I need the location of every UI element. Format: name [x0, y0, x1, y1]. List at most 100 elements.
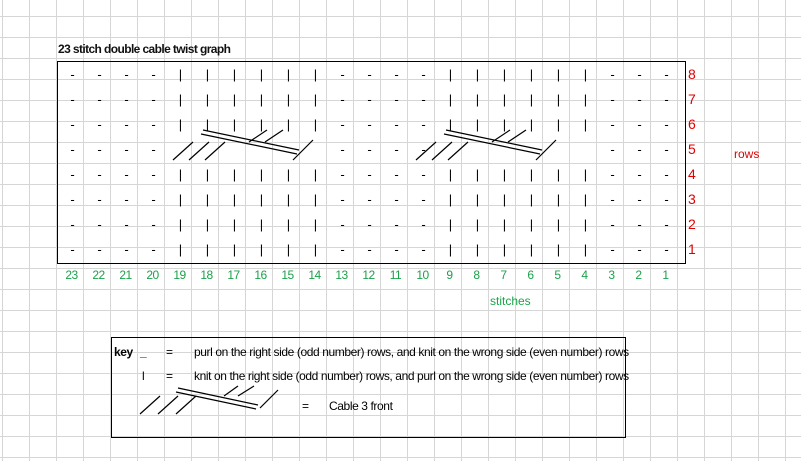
row-number: 6 [688, 116, 696, 132]
chart-cell: - [70, 67, 75, 82]
chart-cell: | [556, 217, 561, 232]
chart-cell: | [529, 242, 534, 257]
chart-cell: - [124, 67, 129, 82]
chart-cell: - [70, 167, 75, 182]
chart-cell: - [637, 117, 642, 132]
chart-cell: - [367, 192, 372, 207]
chart-cell: | [529, 92, 534, 107]
column-number: 12 [362, 268, 375, 282]
chart-cell: | [448, 92, 453, 107]
chart-cell: - [124, 242, 129, 257]
chart-cell: - [97, 192, 102, 207]
chart-cell: | [502, 117, 507, 132]
chart-cell: | [583, 217, 588, 232]
cable-3-front-symbol-icon [139, 385, 279, 415]
chart-cell: | [475, 242, 480, 257]
chart-cell: | [259, 92, 264, 107]
chart-cell: - [394, 192, 399, 207]
chart-cell: | [259, 117, 264, 132]
chart-cell: - [367, 92, 372, 107]
column-number: 3 [608, 268, 615, 282]
chart-cell: | [583, 242, 588, 257]
chart-cell: - [664, 142, 669, 157]
chart-cell: - [151, 67, 156, 82]
column-number: 2 [635, 268, 642, 282]
chart-cell: | [232, 242, 237, 257]
chart-cell: | [502, 67, 507, 82]
chart-cell: | [475, 117, 480, 132]
column-number: 8 [473, 268, 480, 282]
chart-cell: - [610, 67, 615, 82]
chart-cell: - [637, 67, 642, 82]
column-number: 20 [146, 268, 159, 282]
row-number: 3 [688, 191, 696, 207]
chart-cell: - [394, 117, 399, 132]
chart-cell: | [205, 167, 210, 182]
chart-cell: - [97, 142, 102, 157]
chart-cell: | [583, 192, 588, 207]
purl-symbol: _ [140, 345, 147, 359]
chart-cell: | [529, 192, 534, 207]
chart-cell: - [394, 142, 399, 157]
chart-cell: - [637, 92, 642, 107]
chart-cell: - [97, 242, 102, 257]
chart-cell: | [286, 67, 291, 82]
chart-cell: | [178, 167, 183, 182]
chart-cell: - [637, 142, 642, 157]
chart-cell: - [637, 217, 642, 232]
key-box: key _ = purl on the right side (odd numb… [111, 337, 629, 438]
chart-cell: | [259, 67, 264, 82]
chart-cell: - [70, 142, 75, 157]
chart-cell: - [664, 67, 669, 82]
chart-cell: - [70, 242, 75, 257]
chart-cell: - [151, 217, 156, 232]
purl-equals: = [166, 345, 173, 359]
chart-cell: | [232, 67, 237, 82]
column-number: 13 [335, 268, 348, 282]
chart-cell: - [394, 217, 399, 232]
knitting-chart: - - - - | | | | | | - - - - | | | | | | - - - - - - - | | | | | | - - - - | | |… [57, 61, 686, 264]
chart-cell: | [286, 242, 291, 257]
chart-cell: - [664, 167, 669, 182]
chart-cell: - [637, 242, 642, 257]
chart-cell: | [502, 242, 507, 257]
chart-cell: | [583, 117, 588, 132]
chart-cell: | [313, 117, 318, 132]
chart-cell: | [232, 117, 237, 132]
column-number: 4 [581, 268, 588, 282]
chart-cell: - [151, 167, 156, 182]
chart-cell: - [340, 67, 345, 82]
rows-label: rows [734, 147, 760, 161]
chart-cell: | [448, 192, 453, 207]
chart-cell: - [367, 167, 372, 182]
chart-cell: | [286, 117, 291, 132]
chart-cell: | [448, 167, 453, 182]
chart-cell: - [610, 242, 615, 257]
chart-cell: - [340, 92, 345, 107]
chart-cell: | [232, 167, 237, 182]
chart-cell: | [475, 192, 480, 207]
chart-cell: - [610, 117, 615, 132]
chart-cell: - [610, 142, 615, 157]
chart-cell: | [259, 217, 264, 232]
chart-cell: | [583, 167, 588, 182]
chart-cell: | [448, 217, 453, 232]
chart-cell: | [529, 167, 534, 182]
chart-cell: - [124, 192, 129, 207]
chart-cell: - [124, 117, 129, 132]
column-number: 16 [254, 268, 267, 282]
chart-cell: | [529, 117, 534, 132]
chart-cell: - [70, 192, 75, 207]
chart-cell: | [313, 167, 318, 182]
column-number: 6 [527, 268, 534, 282]
chart-cell: | [232, 192, 237, 207]
column-number: 22 [92, 268, 105, 282]
row-number: 1 [688, 241, 696, 257]
chart-cell: | [313, 67, 318, 82]
cable-equals: = [302, 399, 309, 413]
chart-cell: - [664, 242, 669, 257]
row-number: 7 [688, 91, 696, 107]
chart-cell: - [664, 217, 669, 232]
chart-cell: | [259, 242, 264, 257]
